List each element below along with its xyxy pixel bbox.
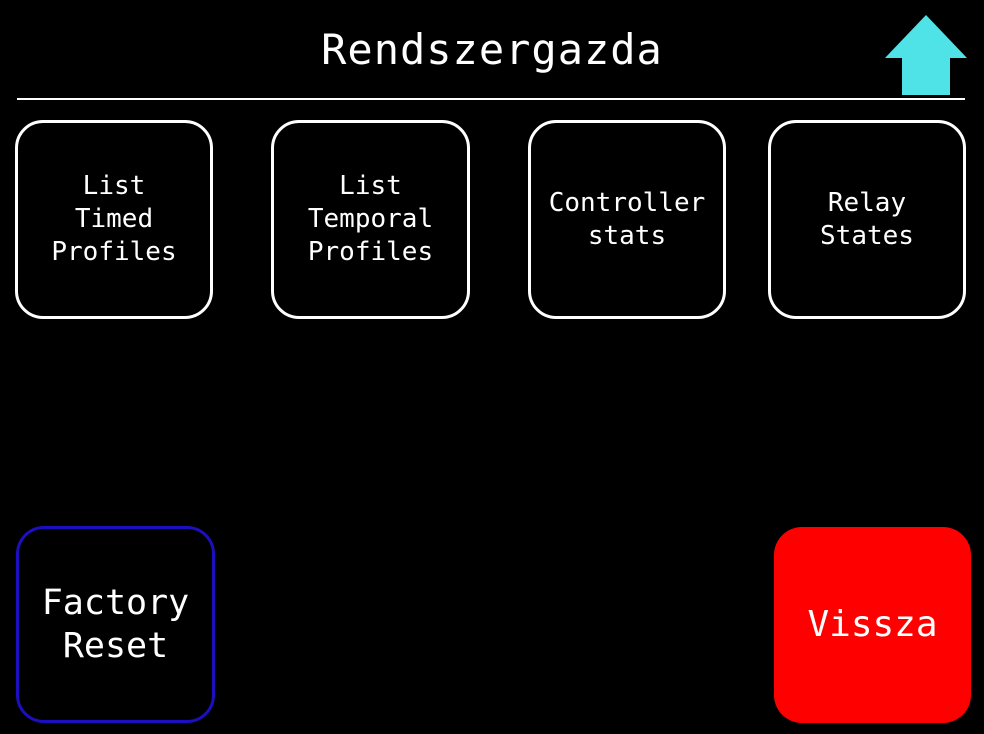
list-temporal-profiles-button[interactable]: List Temporal Profiles bbox=[271, 120, 470, 319]
back-button[interactable]: Vissza bbox=[774, 527, 971, 723]
header-divider bbox=[17, 98, 965, 100]
controller-stats-button[interactable]: Controller stats bbox=[528, 120, 726, 319]
factory-reset-button[interactable]: Factory Reset bbox=[16, 526, 215, 723]
home-up-arrow-icon bbox=[885, 15, 967, 95]
relay-states-button[interactable]: Relay States bbox=[768, 120, 966, 319]
home-button[interactable] bbox=[884, 14, 968, 96]
list-timed-profiles-button[interactable]: List Timed Profiles bbox=[15, 120, 213, 319]
page-title: Rendszergazda bbox=[321, 25, 663, 74]
